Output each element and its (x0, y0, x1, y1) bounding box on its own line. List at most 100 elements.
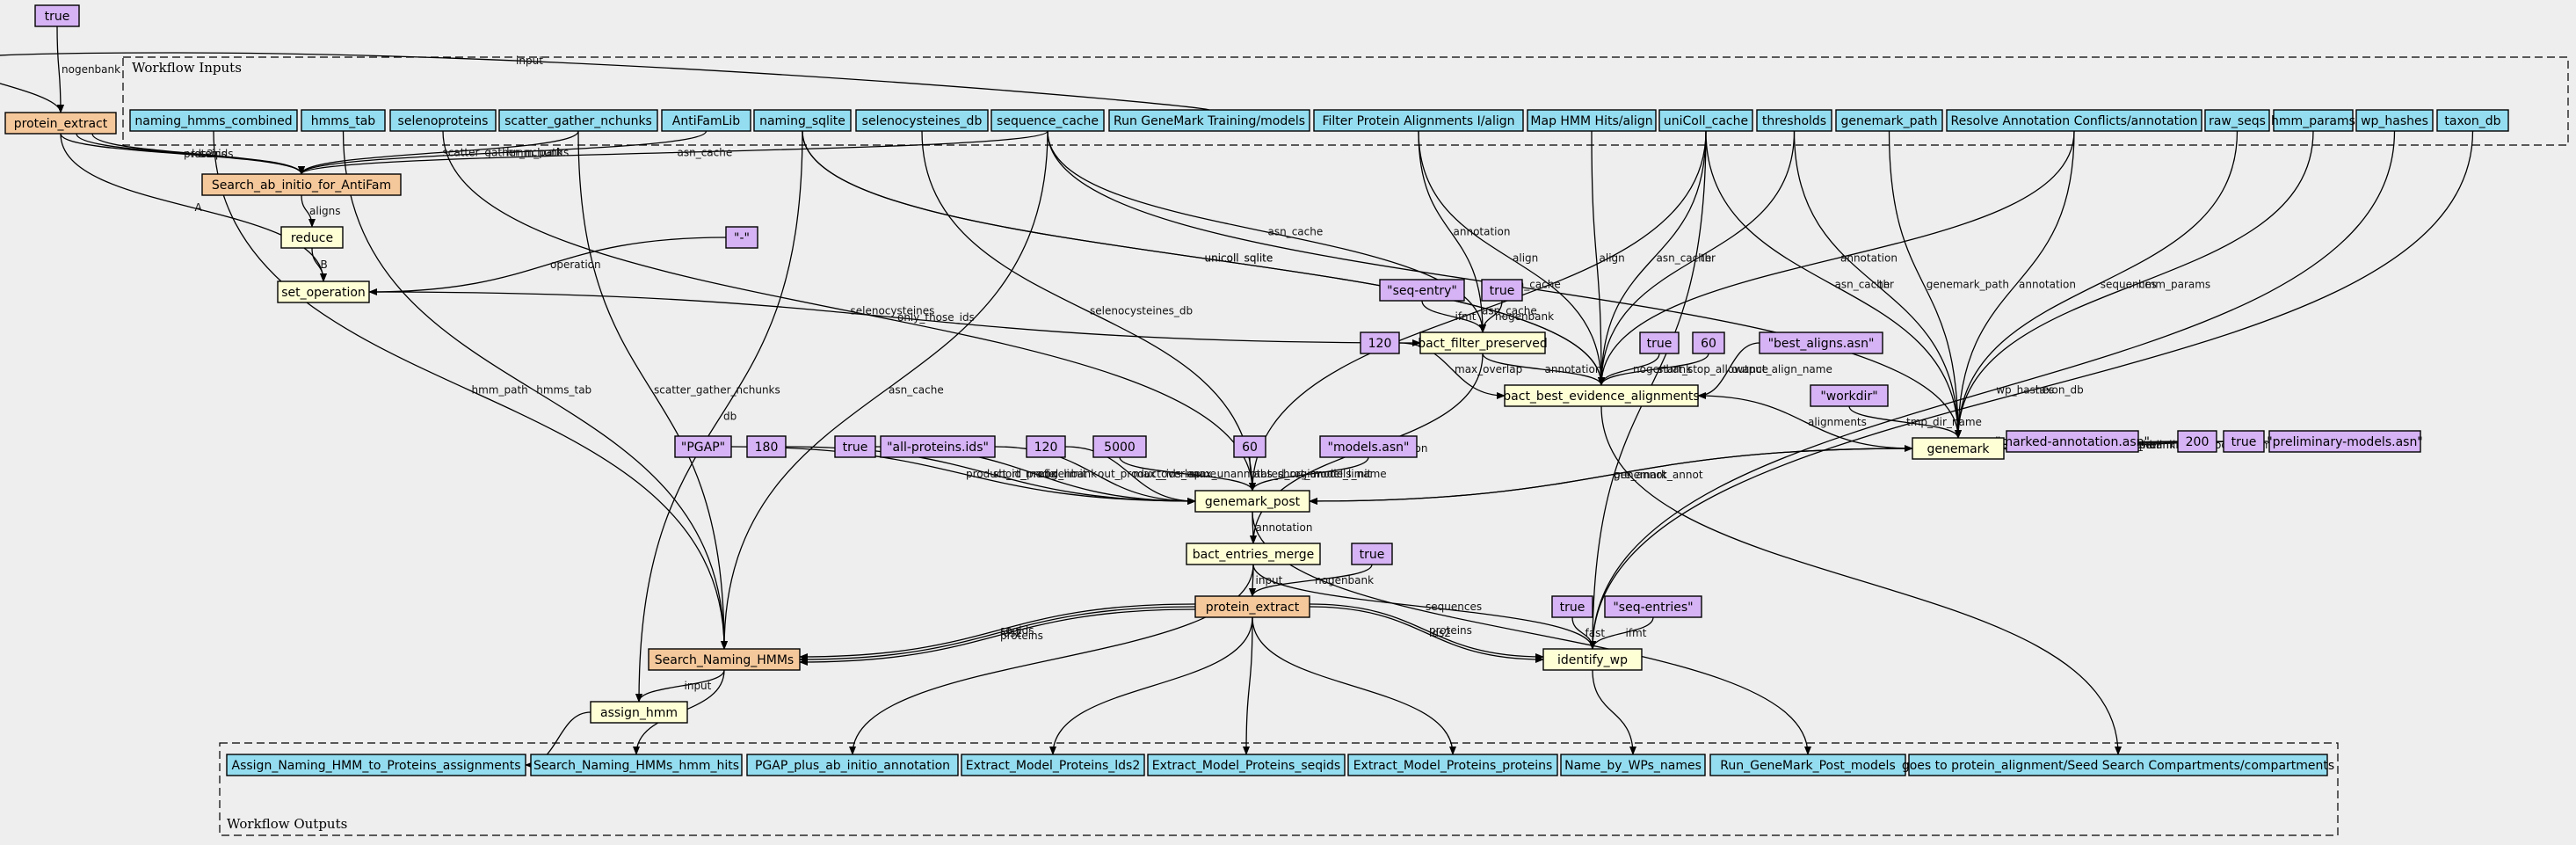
workflow-outputs-cluster (219, 742, 2339, 836)
edge-sub_protein_extract-to-sub_search_naming (799, 603, 1196, 660)
edge-label: scatter_gather_nchunks (654, 384, 780, 397)
edge-label: scatter_gather_nchunks (443, 147, 570, 159)
node-box (1756, 109, 1832, 132)
edge-c_workdir-to-t_genemark (1848, 405, 1962, 439)
node-c-120-b: 120 (1026, 435, 1066, 458)
edge-in_naming_hmms_combined-to-sub_search_naming (213, 130, 728, 650)
node-out-wps: Name_by_WPs_names (1560, 754, 1706, 776)
node-box (1810, 384, 1889, 407)
edge-sub_protein_extract-to-out_seqids (1243, 616, 1253, 755)
node-in-hmms-tab: hmms_tab (301, 109, 386, 132)
node-t-reduce: reduce (280, 226, 344, 249)
node-label: "PGAP" (681, 441, 725, 455)
node-label: true (45, 10, 70, 24)
edge-label: asn_cache (889, 383, 944, 396)
edge-protein_extract_top-to-sub_antifam (60, 133, 305, 175)
edge-label: max_overlap (1133, 468, 1201, 480)
node-label: genemark_post (1205, 495, 1301, 509)
edge-sub_protein_extract-to-out_proteins (1252, 616, 1456, 755)
node-label: naming_sqlite (759, 114, 845, 128)
node-label: wp_hashes (2361, 114, 2428, 128)
node-box (855, 109, 989, 132)
node-box (1946, 109, 2202, 132)
node-c-true-gp: true (834, 435, 876, 458)
node-box (1186, 543, 1321, 565)
node-c-5000: 5000 (1092, 435, 1147, 458)
edge-label: seqids (200, 148, 233, 160)
edge-in_filter_protein-to-t_bact_best_evidence (1418, 130, 1605, 386)
node-in-thresholds: thresholds (1756, 109, 1832, 132)
edge-in_scatter_gather_nchunks-to-sub_antifam (298, 130, 579, 175)
node-box (1351, 543, 1393, 565)
edge-label: nogenbank (1038, 468, 1097, 480)
node-out-hmm-hits: Search_Naming_HMMs_hmm_hits (530, 754, 743, 776)
node-label: "-" (734, 231, 750, 245)
node-label: 180 (755, 441, 779, 455)
node-label: bact_filter_preserved (1418, 337, 1548, 351)
node-box (1233, 435, 1266, 458)
node-box (590, 701, 688, 724)
node-label: "all-proteins.ids" (887, 441, 989, 455)
node-out-compartments: goes to protein_alignment/Seed Search Co… (1902, 754, 2334, 776)
node-out-gm-models: Run_GeneMark_Post_models (1709, 754, 1906, 776)
node-box (661, 109, 751, 132)
node-in-resolve: Resolve Annotation Conflicts/annotation (1946, 109, 2202, 132)
edge-label: nogenbank (1315, 574, 1374, 586)
node-box (648, 648, 801, 671)
node-box (1908, 754, 2328, 776)
edge-label: A (195, 201, 203, 214)
edge-t_bact_entries_merge-to-out_pgap (849, 564, 1254, 755)
node-box (880, 435, 996, 458)
node-label: bact_best_evidence_alignments (1503, 390, 1699, 404)
node-box (1560, 754, 1706, 776)
node-box (4, 112, 117, 135)
edge-label: proteins (184, 148, 227, 160)
edge-label: fast (1586, 627, 1606, 639)
node-box (1092, 435, 1147, 458)
node-in-selenoproteins: selenoproteins (389, 109, 497, 132)
edge-label: sequences (2101, 279, 2157, 291)
edge-sub_protein_extract-to-out_lds2 (1049, 616, 1253, 755)
node-label: protein_extract (1206, 601, 1300, 615)
edge-label: abs_short_model_limit (1254, 468, 1372, 480)
node-protein-extract-top: protein_extract (4, 112, 117, 135)
node-label: "seq-entries" (1613, 601, 1693, 615)
node-in-filter-protein: Filter Protein Alignments I/align (1313, 109, 1524, 132)
node-box (2436, 109, 2509, 132)
node-t-bact-entries-merge: bact_entries_merge (1186, 543, 1321, 565)
edge-sub_protein_extract-to-sub_search_naming (799, 608, 1196, 666)
edge-t_identify_wp-to-out_wps (1592, 669, 1636, 755)
node-box (746, 754, 959, 776)
edge-in_scatter_gather_nchunks-to-sub_search_naming (577, 130, 728, 650)
edge-label: hmm_path (506, 147, 562, 159)
edge-in_selenoproteins-to-t_genemark_post (442, 130, 1256, 492)
node-label: 120 (1368, 337, 1392, 351)
edge-label: lds2 (1000, 627, 1022, 639)
node-c-all-proteins: "all-proteins.ids" (880, 435, 996, 458)
edge-t_bact_best_evidence-to-out_compartments (1600, 405, 2122, 755)
edge-label: thr (1879, 278, 1894, 290)
edge-label: genemark_annot (1614, 469, 1703, 481)
node-c-marked: "marked-annotation.asn" (1995, 430, 2150, 453)
edge-in_thresholds-to-t_bact_best_evidence (1598, 130, 1796, 386)
node-label: true (1647, 337, 1673, 351)
edge-label: align (1600, 252, 1625, 265)
node-label: naming_hmms_combined (134, 114, 292, 128)
node-label: reduce (291, 231, 333, 245)
edge-label: annotation (1545, 363, 1602, 375)
node-in-uniColl-cache: uniColl_cache (1658, 109, 1753, 132)
node-box (301, 109, 386, 132)
node-c-prelim: "preliminary-models.asn" (2267, 430, 2423, 453)
node-box (2177, 430, 2217, 453)
node-out-pgap: PGAP_plus_ab_initio_annotation (746, 754, 959, 776)
node-in-raw-seqs: raw_seqs (2204, 109, 2270, 132)
node-c-best-aligns: "best_aligns.asn" (1759, 331, 1883, 354)
node-label: 5000 (1104, 441, 1136, 455)
node-in-run-genemark: Run GeneMark Training/models (1108, 109, 1310, 132)
edge-in_sequence_cache-to-sub_search_naming (721, 130, 1049, 650)
node-label: Filter Protein Alignments I/align (1322, 114, 1514, 128)
node-box (389, 109, 497, 132)
edge-label: asn_cache (1657, 252, 1712, 265)
node-t-assign-hmm: assign_hmm (590, 701, 688, 724)
